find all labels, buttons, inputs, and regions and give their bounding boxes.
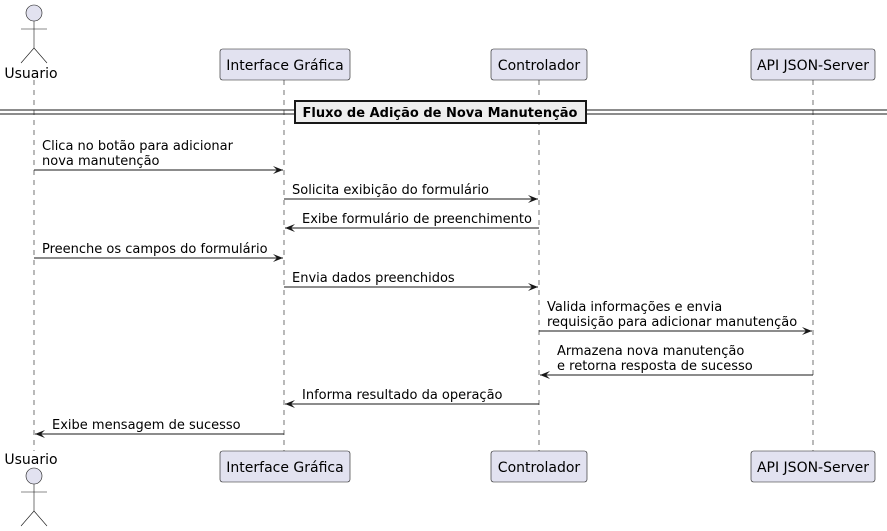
message-5: Envia dados preenchidos <box>284 271 538 291</box>
message-7: Armazena nova manutenção e retorna respo… <box>540 344 813 379</box>
actor-leg-right <box>33 47 48 64</box>
message-label-line: nova manutenção <box>42 154 160 169</box>
participant-box-bottom-api <box>750 450 876 483</box>
actor-head <box>25 4 43 22</box>
participant-label-bottom-controlador: Controlador <box>498 460 581 476</box>
participant-box-top-controlador <box>490 48 588 81</box>
message-label-line: Clica no botão para adicionar <box>42 139 234 154</box>
actor-figure-bottom-usuario <box>20 467 48 527</box>
message-label-line: Armazena nova manutenção <box>557 344 744 359</box>
participant-label-top-interface: Interface Gráfica <box>226 58 343 74</box>
message-label-line: requisição para adicionar manutenção <box>547 315 797 330</box>
message-3: Exibe formulário de preenchimento <box>285 212 539 232</box>
actor-label-top-usuario: Usuario <box>4 66 57 82</box>
message-label-line: Exibe mensagem de sucesso <box>52 418 241 433</box>
actor-label-bottom-usuario: Usuario <box>4 452 57 468</box>
message-8: Informa resultado da operação <box>285 388 539 408</box>
participant-label-top-controlador: Controlador <box>498 58 581 74</box>
message-2: Solicita exibição do formulário <box>284 183 538 203</box>
message-label-line: Solicita exibição do formulário <box>292 183 489 198</box>
message-label-line: Preenche os campos do formulário <box>42 242 268 257</box>
actor-head <box>25 467 43 485</box>
actor-leg-left <box>20 510 35 527</box>
message-label-line: Informa resultado da operação <box>302 388 503 403</box>
participant-label-bottom-interface: Interface Gráfica <box>226 460 343 476</box>
divider-box <box>294 100 587 124</box>
actor-leg-left <box>20 47 35 64</box>
message-label-line: Valida informações e envia <box>547 300 722 315</box>
participant-box-bottom-interface <box>219 450 351 483</box>
message-label-line: Exibe formulário de preenchimento <box>302 212 532 227</box>
participant-box-top-api <box>750 48 876 81</box>
participant-label-top-api: API JSON-Server <box>757 58 869 74</box>
message-9: Exibe mensagem de sucesso <box>35 418 284 438</box>
participant-box-bottom-controlador <box>490 450 588 483</box>
participant-box-top-interface <box>219 48 351 81</box>
message-label-line: Envia dados preenchidos <box>292 271 455 286</box>
divider-label: Fluxo de Adição de Nova Manutenção <box>303 106 578 121</box>
message-4: Preenche os campos do formulário <box>34 242 283 262</box>
actor-figure-top-usuario <box>20 4 48 64</box>
message-label-line: e retorna resposta de sucesso <box>557 359 753 374</box>
participant-label-bottom-api: API JSON-Server <box>757 460 869 476</box>
actor-leg-right <box>33 510 48 527</box>
